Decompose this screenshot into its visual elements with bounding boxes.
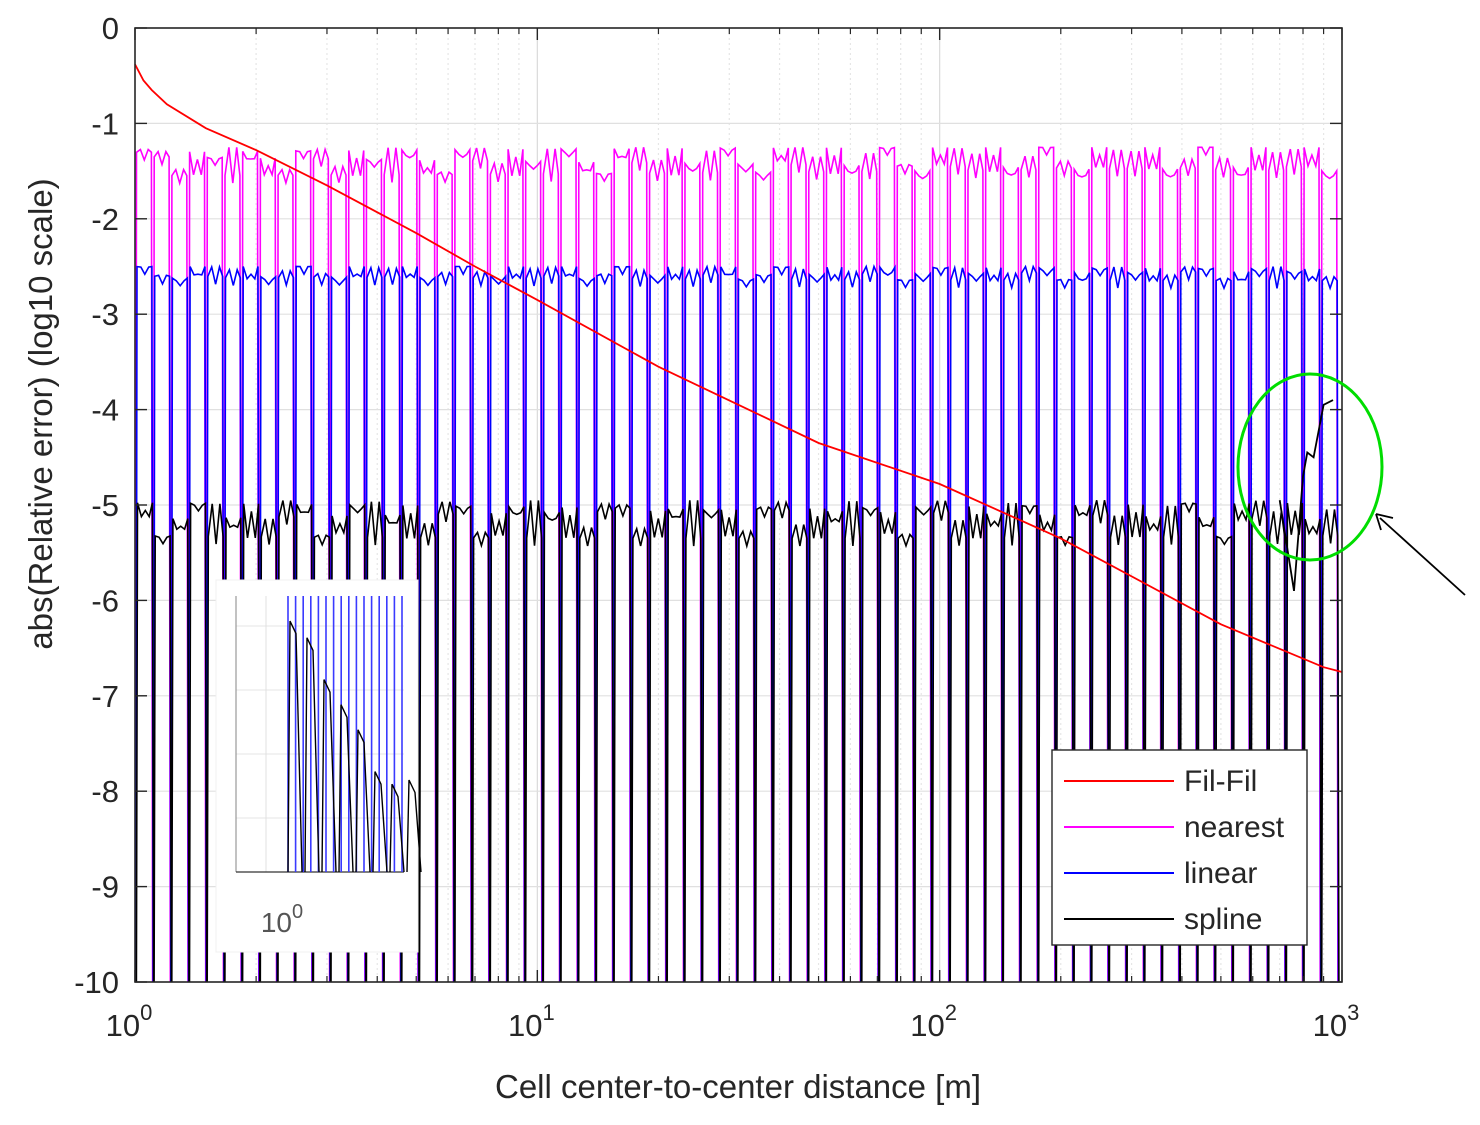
series-nearest-line bbox=[134, 146, 1339, 983]
x-tick-label: 102 bbox=[910, 1000, 957, 1043]
y-tick-label: -9 bbox=[91, 870, 119, 905]
y-tick-label: -7 bbox=[91, 679, 119, 714]
annotation bbox=[1236, 372, 1466, 596]
x-axis-label: Cell center-to-center distance [m] bbox=[495, 1068, 981, 1105]
inset: 100 bbox=[215, 579, 422, 953]
inset-x-tick-label: 100 bbox=[261, 901, 303, 938]
legend-label-spline: spline bbox=[1184, 903, 1262, 936]
y-tick-label: -4 bbox=[91, 393, 119, 428]
inset-frame bbox=[215, 579, 419, 953]
series-spline-tail bbox=[1278, 399, 1334, 592]
legend-label-Fil-Fil: Fil-Fil bbox=[1184, 765, 1257, 798]
legend-label-linear: linear bbox=[1184, 857, 1257, 890]
series-layer bbox=[134, 63, 1343, 983]
y-tick-label: -8 bbox=[91, 774, 119, 809]
series-linear-line bbox=[135, 264, 1340, 983]
y-tick-label: 0 bbox=[102, 11, 119, 46]
y-tick-label: -1 bbox=[91, 106, 119, 141]
arrow-head-icon bbox=[1375, 513, 1394, 531]
inset-spline-line bbox=[287, 620, 422, 873]
y-tick-label: -5 bbox=[91, 488, 119, 523]
series-spline-line bbox=[135, 499, 1340, 983]
y-axis-label: abs(Relative error) (log10 scale) bbox=[22, 178, 59, 649]
legend-box bbox=[1051, 749, 1308, 946]
y-tick-label: -3 bbox=[91, 297, 119, 332]
x-tick-label: 103 bbox=[1313, 1000, 1360, 1043]
legend-label-nearest: nearest bbox=[1184, 811, 1285, 844]
y-tick-label: -10 bbox=[74, 965, 119, 1000]
series-fil-fil-line bbox=[134, 63, 1343, 673]
annotation-arrow bbox=[1379, 517, 1466, 596]
x-tick-label: 101 bbox=[508, 1000, 555, 1043]
x-tick-label: 100 bbox=[106, 1000, 153, 1043]
highlight-ellipse bbox=[1236, 372, 1384, 562]
legend: Fil-Fil nearest linear spline bbox=[1051, 749, 1308, 946]
y-tick-label: -2 bbox=[91, 202, 119, 237]
y-tick-label: -6 bbox=[91, 583, 119, 618]
